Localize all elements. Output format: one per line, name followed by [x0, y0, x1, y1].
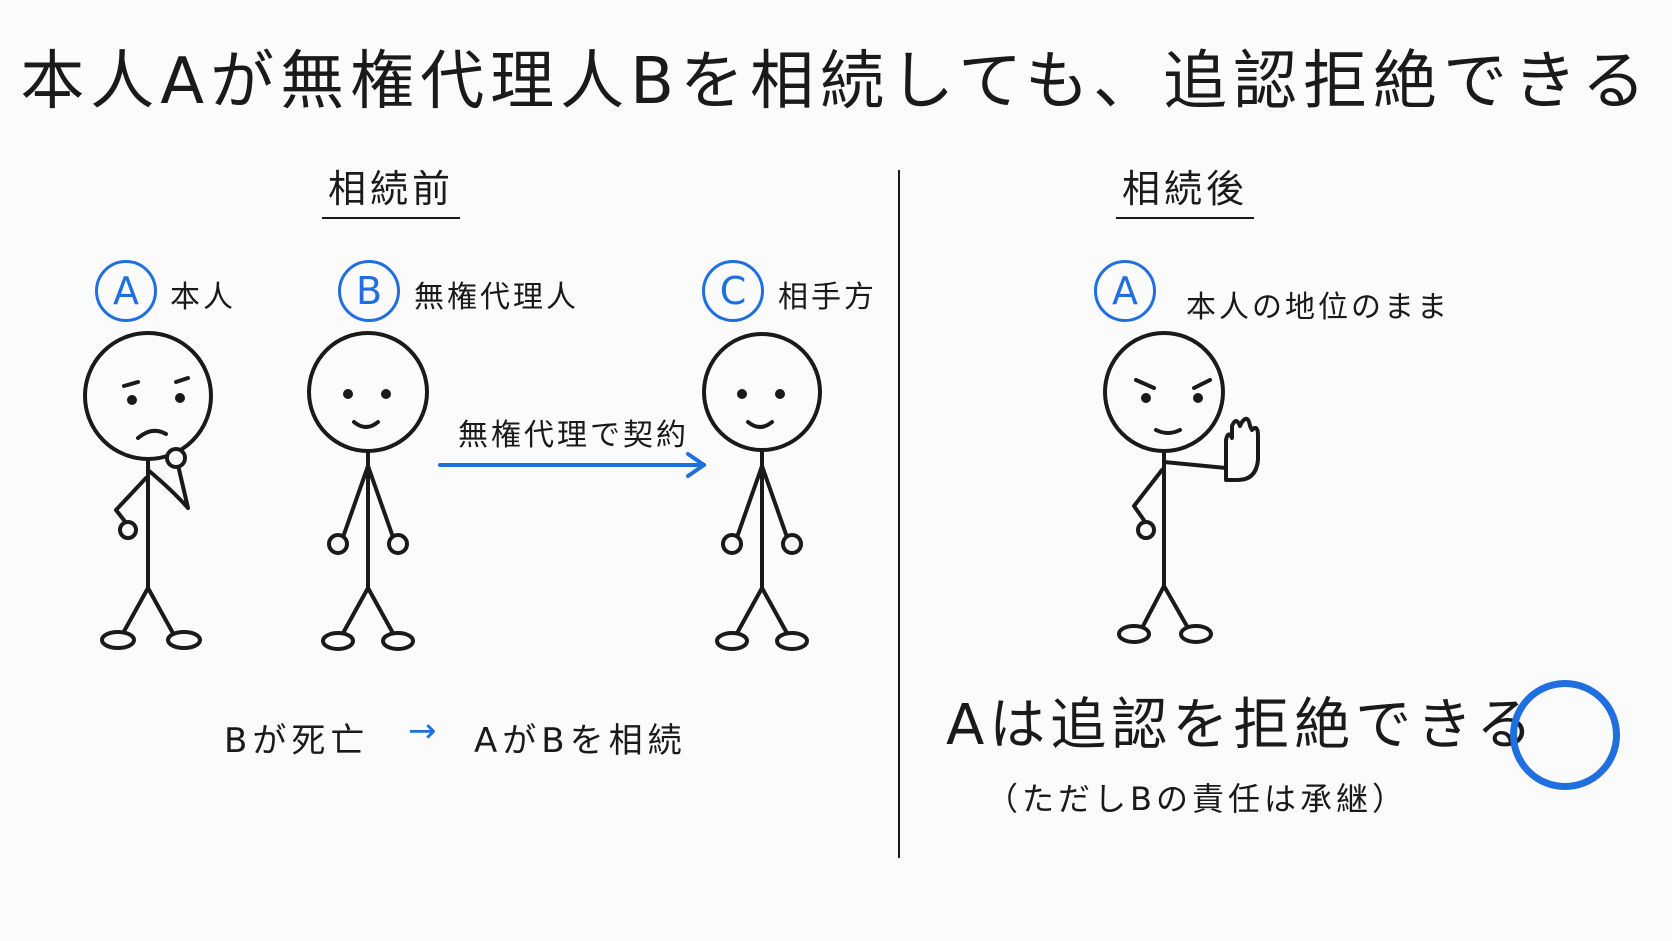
label-counterparty: 相手方 [778, 280, 877, 315]
conclusion-can-refuse: Aは追認を拒絶できる [946, 693, 1538, 758]
note-arrow-icon: → [408, 711, 442, 751]
label-principal-status: 本人の地位のまま [1186, 290, 1450, 325]
heading-before-inheritance: 相続前 [322, 158, 461, 219]
diagram-title: 本人Aが無権代理人Bを相続しても、追認拒絶できる [20, 45, 1652, 119]
heading-after-inheritance: 相続後 [1116, 158, 1255, 219]
smiling-stick-figure-c [702, 332, 822, 651]
badge-c: C [702, 260, 764, 322]
label-principal: 本人 [170, 280, 236, 315]
caveat-b-liability: （ただしBの責任は承継） [986, 780, 1408, 818]
label-unauthorized-agent: 無権代理人 [414, 280, 579, 315]
thinking-stick-figure [83, 331, 213, 650]
badge-a-before: A [95, 260, 157, 322]
note-b-dies: Bが死亡 [224, 721, 370, 761]
note-a-inherits-b: AがBを相続 [474, 721, 687, 761]
smiling-stick-figure-b [307, 331, 429, 651]
right-arrow-icon [438, 452, 706, 478]
badge-a-after: A [1094, 260, 1156, 322]
panel-divider [898, 170, 900, 858]
stop-hand-stick-figure [1103, 331, 1260, 644]
badge-b: B [338, 260, 400, 322]
arrow-label-contract: 無権代理で契約 [458, 418, 689, 453]
ok-circle-icon [1510, 680, 1620, 790]
